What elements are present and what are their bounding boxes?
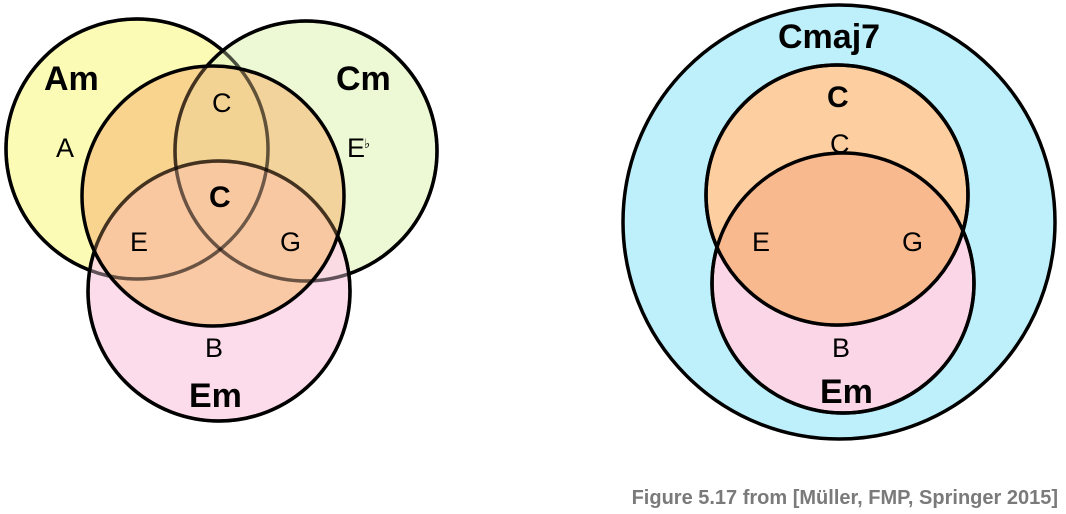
em-circle-outline bbox=[86, 159, 352, 423]
note-g-left: G bbox=[280, 227, 301, 257]
note-e-right: E bbox=[752, 227, 770, 257]
flat-sign: ♭ bbox=[364, 137, 370, 152]
cmaj7-label: Cmaj7 bbox=[778, 18, 880, 56]
note-c-right: C bbox=[830, 129, 850, 159]
c-em-overlap bbox=[712, 153, 968, 325]
note-c-top: C bbox=[212, 88, 232, 118]
note-b-left: B bbox=[205, 333, 223, 363]
am-label: Am bbox=[44, 60, 99, 98]
em-label-left: Em bbox=[189, 377, 242, 415]
note-g-right: G bbox=[902, 227, 923, 257]
c-circle-right-outline bbox=[704, 63, 970, 327]
em-circle-right-outline bbox=[710, 151, 976, 415]
cm-label: Cm bbox=[336, 60, 391, 98]
note-e-flat: E bbox=[347, 133, 365, 163]
note-a: A bbox=[56, 133, 74, 163]
cm-circle-outline bbox=[173, 19, 439, 283]
note-e-left: E bbox=[130, 227, 148, 257]
right-venn-diagram: Cmaj7 C C E G B Em bbox=[621, 3, 1057, 441]
note-b-right: B bbox=[832, 333, 850, 363]
c-circle bbox=[80, 64, 346, 328]
am-circle-outline bbox=[4, 17, 270, 281]
em-label-right: Em bbox=[820, 373, 873, 411]
c-label-left: C bbox=[209, 181, 231, 214]
left-venn-diagram: Am Cm Em A E ♭ C C E G B bbox=[4, 17, 439, 423]
figure-caption: Figure 5.17 from [Müller, FMP, Springer … bbox=[631, 487, 1058, 509]
c-label-right: C bbox=[827, 81, 849, 114]
